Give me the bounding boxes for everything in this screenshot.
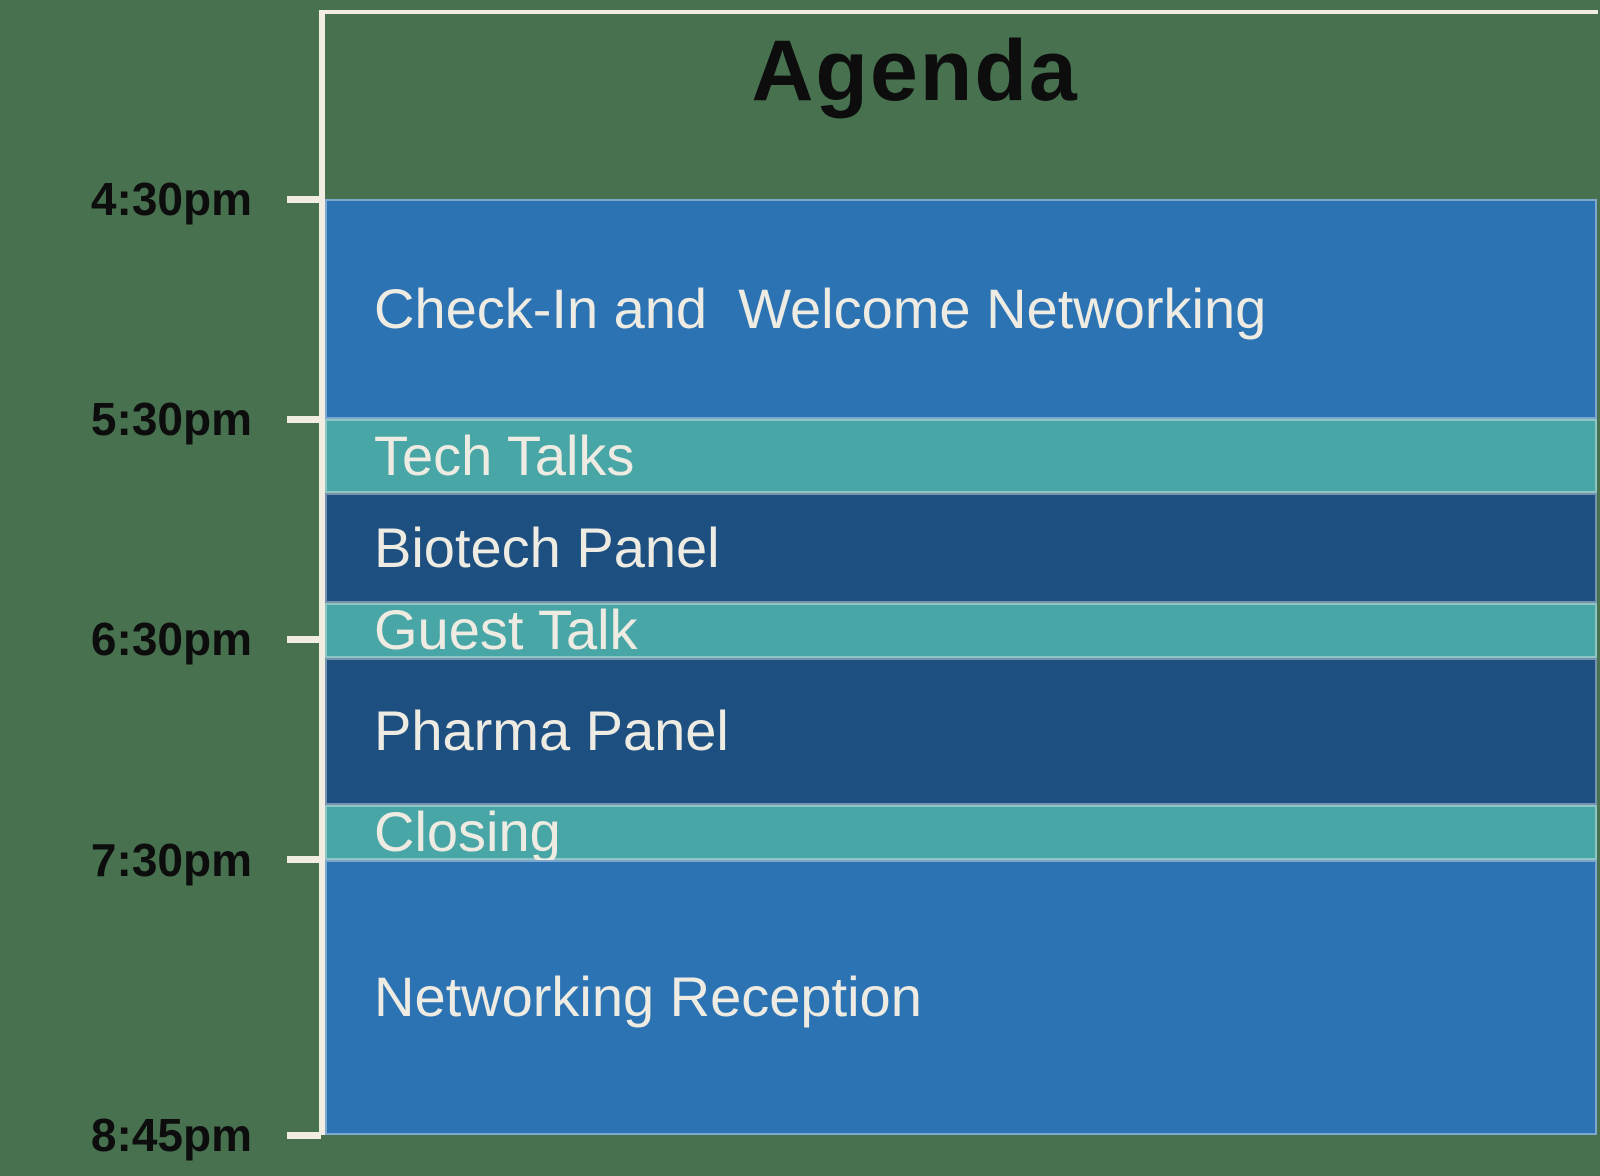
- event-label-guest-talk: Guest Talk: [374, 598, 638, 662]
- event-bar-guest-talk: Guest Talk: [325, 598, 1597, 662]
- axis-top-line: [319, 10, 1598, 14]
- y-axis-tick-label-6-30pm: 6:30pm: [90, 613, 252, 666]
- event-label-check-in-and-welcome-networking: Check-In and Welcome Networking: [374, 277, 1267, 341]
- y-axis-tick-mark-6-30pm: [287, 635, 321, 643]
- y-axis-tick-mark-5-30pm: [287, 415, 321, 423]
- event-label-tech-talks: Tech Talks: [374, 423, 635, 487]
- y-axis-line: [319, 10, 325, 1135]
- y-axis-tick-label-4-30pm: 4:30pm: [90, 173, 252, 225]
- event-bar-check-in-and-welcome-networking: Check-In and Welcome Networking: [325, 199, 1597, 420]
- event-bar-closing: Closing: [325, 800, 1597, 864]
- event-bar-pharma-panel: Pharma Panel: [325, 657, 1597, 805]
- chart-title: Agenda: [751, 23, 1079, 119]
- event-label-networking-reception: Networking Reception: [374, 965, 922, 1029]
- event-label-biotech-panel: Biotech Panel: [374, 515, 720, 579]
- y-axis-tick-mark-8-45pm: [287, 1131, 321, 1139]
- y-axis-tick-label-7-30pm: 7:30pm: [90, 833, 252, 886]
- event-label-pharma-panel: Pharma Panel: [374, 699, 729, 763]
- y-axis-tick-mark-4-30pm: [287, 195, 321, 203]
- event-bar-tech-talks: Tech Talks: [325, 419, 1597, 493]
- event-bar-networking-reception: Networking Reception: [325, 859, 1597, 1135]
- y-axis-tick-label-8-45pm: 8:45pm: [90, 1109, 252, 1161]
- y-axis-tick-label-5-30pm: 5:30pm: [90, 393, 252, 446]
- y-axis-tick-mark-7-30pm: [287, 856, 321, 864]
- event-bar-biotech-panel: Biotech Panel: [325, 492, 1597, 603]
- event-label-closing: Closing: [374, 800, 561, 864]
